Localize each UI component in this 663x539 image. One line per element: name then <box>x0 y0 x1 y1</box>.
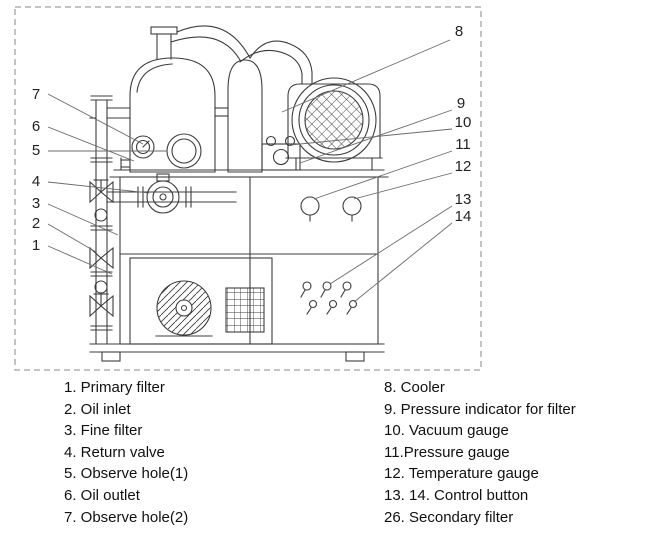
callout-9: 9 <box>457 95 465 112</box>
legend-left-column: 1. Primary filter 2. Oil inlet 3. Fine f… <box>64 377 188 528</box>
callout-7: 7 <box>32 86 40 103</box>
control-button <box>328 299 338 309</box>
legend-item-13-14: 13. 14. Control button <box>384 486 529 504</box>
callout-8: 8 <box>455 23 463 40</box>
control-button <box>322 281 332 291</box>
machine-diagram: 7 6 5 4 3 2 1 8 9 10 11 12 13 14 <box>14 6 482 371</box>
control-button <box>302 281 312 291</box>
secondary-tower <box>214 59 263 173</box>
legend-item-4: 4. Return valve <box>64 443 165 461</box>
callout-5: 5 <box>32 142 40 159</box>
temperature-gauge <box>342 196 362 216</box>
top-piping <box>150 25 313 85</box>
leader-lines <box>47 39 453 303</box>
return-valve <box>146 180 180 214</box>
figure-dashed-border <box>14 6 482 371</box>
legend-right-column: 8. Cooler 9. Pressure indicator for filt… <box>384 377 576 528</box>
control-button <box>308 299 318 309</box>
pump-compartment <box>129 257 273 345</box>
control-button <box>348 299 358 309</box>
pressure-gauge <box>300 196 320 216</box>
callout-14: 14 <box>455 208 472 225</box>
callout-4: 4 <box>32 173 40 190</box>
vacuum-vessel <box>120 57 216 173</box>
legend-item-6: 6. Oil outlet <box>64 486 140 504</box>
valve-icon <box>89 246 114 270</box>
observe-hole-2 <box>131 135 155 159</box>
base-frame <box>89 343 385 362</box>
callout-2: 2 <box>32 215 40 232</box>
secondary-filter <box>225 287 265 333</box>
callout-12: 12 <box>455 158 472 175</box>
pressure-indicator <box>265 135 277 147</box>
legend-item-1: 1. Primary filter <box>64 379 165 396</box>
callout-13: 13 <box>455 191 472 208</box>
legend-item-11: 11.Pressure gauge <box>384 443 510 461</box>
callout-3: 3 <box>32 195 40 212</box>
valve-icon <box>89 294 114 318</box>
callout-11: 11 <box>455 136 471 153</box>
callout-1: 1 <box>32 237 40 254</box>
callout-numbers: 7 6 5 4 3 2 1 8 9 10 11 12 13 14 <box>32 23 472 254</box>
legend-item-26: 26. Secondary filter <box>384 508 514 526</box>
legend-item-2: 2. Oil inlet <box>64 400 131 418</box>
legend-item-8: 8. Cooler <box>384 379 445 396</box>
legend-item-3: 3. Fine filter <box>64 422 143 440</box>
legend-item-7: 7. Observe hole(2) <box>64 508 189 526</box>
fan-grille-icon <box>304 90 364 150</box>
control-panel <box>300 196 362 315</box>
legend-item-5: 5. Observe hole(1) <box>64 465 189 483</box>
machine-line-art <box>89 25 389 362</box>
filter-assembly <box>106 173 237 214</box>
legend-item-12: 12. Temperature gauge <box>384 465 539 483</box>
legend-item-10: 10. Vacuum gauge <box>384 422 509 440</box>
cooler-fan <box>285 77 383 171</box>
callout-10: 10 <box>455 114 472 131</box>
vacuum-gauge <box>272 148 290 166</box>
callout-6: 6 <box>32 118 40 135</box>
legend-item-9: 9. Pressure indicator for filter <box>384 400 576 418</box>
control-button <box>342 281 352 291</box>
inlet-pipe-column <box>89 95 131 345</box>
gauge-box <box>261 135 301 171</box>
